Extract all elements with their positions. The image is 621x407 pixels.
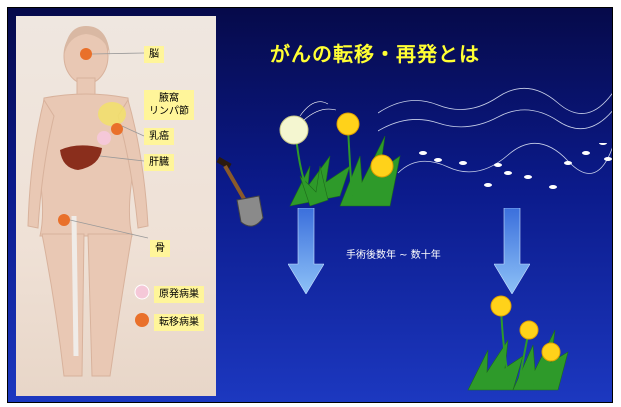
liver-organ bbox=[60, 145, 102, 170]
brain-leader-line bbox=[91, 52, 145, 55]
right-leg-shape bbox=[87, 233, 133, 377]
seed-icon bbox=[524, 175, 532, 179]
seed-icon bbox=[494, 163, 502, 167]
flying-seeds bbox=[419, 143, 612, 189]
wind-lines bbox=[378, 87, 612, 174]
femur-bone bbox=[71, 215, 79, 357]
dandelion-flower bbox=[336, 112, 360, 136]
shovel-blade bbox=[236, 195, 264, 227]
seed-icon bbox=[484, 183, 492, 187]
label-axilla-line2: リンパ節 bbox=[149, 106, 189, 117]
seed-icon bbox=[582, 151, 590, 155]
dandelion-leaf bbox=[299, 165, 329, 207]
seed-trail bbox=[299, 101, 329, 117]
axillary-node-area bbox=[98, 102, 126, 126]
axilla-lesion-dot bbox=[111, 123, 123, 135]
wind-line bbox=[397, 142, 612, 174]
bone-lesion-dot bbox=[58, 214, 70, 226]
dandelion-flower bbox=[370, 154, 394, 178]
wind-line bbox=[378, 109, 612, 132]
brain-lesion-dot bbox=[80, 48, 92, 60]
primary-legend-dot bbox=[134, 284, 150, 300]
right-arm-shape bbox=[117, 98, 149, 229]
period-text: 手術後数年 ~ 数十年 bbox=[346, 250, 441, 261]
dandelion-plant-icon bbox=[467, 295, 569, 391]
left-arm-shape bbox=[27, 98, 55, 229]
seed-icon bbox=[459, 161, 467, 165]
shovel-shaft bbox=[223, 164, 249, 206]
label-breast-cancer: 乳癌 bbox=[144, 128, 174, 145]
dandelion-seedhead bbox=[279, 115, 309, 145]
label-axilla: 腋窩 リンパ節 bbox=[144, 90, 194, 120]
seed-icon bbox=[604, 157, 612, 161]
slide-title: がんの転移・再発とは bbox=[270, 42, 480, 66]
seed-trail bbox=[303, 108, 337, 121]
seed-icon bbox=[434, 158, 442, 162]
seed-icon bbox=[504, 171, 512, 175]
dandelion-leaf bbox=[467, 339, 524, 391]
label-bone: 骨 bbox=[150, 240, 170, 257]
label-liver: 肝臓 bbox=[144, 154, 174, 171]
dandelion-flower bbox=[519, 320, 539, 340]
dandelion-leaf bbox=[339, 135, 401, 207]
seed-icon bbox=[599, 143, 607, 145]
slide-frame: 脳 腋窩 リンパ節 乳癌 肝臓 骨 原発病巣 転移病巣 がんの転移・再発とは bbox=[7, 7, 613, 403]
body-illustration-panel: 脳 腋窩 リンパ節 乳癌 肝臓 骨 原発病巣 転移病巣 bbox=[16, 16, 216, 396]
metastatic-legend-dot bbox=[135, 313, 149, 327]
shovel-icon bbox=[216, 156, 264, 227]
breast-leader-line bbox=[121, 125, 145, 137]
neck-shape bbox=[76, 77, 96, 97]
breast-primary-dot bbox=[97, 131, 111, 145]
dandelion-plant-icon bbox=[279, 101, 401, 207]
dandelion-flower bbox=[541, 342, 561, 362]
label-metastatic-lesion: 転移病巣 bbox=[154, 314, 204, 331]
body-silhouette-icon bbox=[27, 26, 150, 377]
down-arrow-icon bbox=[494, 208, 530, 294]
label-primary-lesion: 原発病巣 bbox=[154, 286, 204, 303]
down-arrow-icon bbox=[288, 208, 324, 294]
dandelion-flower bbox=[490, 295, 512, 317]
label-axilla-line1: 腋窩 bbox=[159, 93, 179, 104]
hair-shape bbox=[64, 26, 110, 56]
label-brain: 脳 bbox=[144, 46, 164, 63]
seed-icon bbox=[564, 161, 572, 165]
bone-leader-line bbox=[69, 219, 149, 239]
seed-icon bbox=[419, 151, 427, 155]
liver-leader-line bbox=[99, 155, 145, 162]
seed-icon bbox=[549, 185, 557, 189]
shovel-handle-grip bbox=[216, 156, 232, 170]
wind-line bbox=[378, 87, 612, 114]
arrow-shape bbox=[494, 208, 530, 294]
arrow-shape bbox=[288, 208, 324, 294]
